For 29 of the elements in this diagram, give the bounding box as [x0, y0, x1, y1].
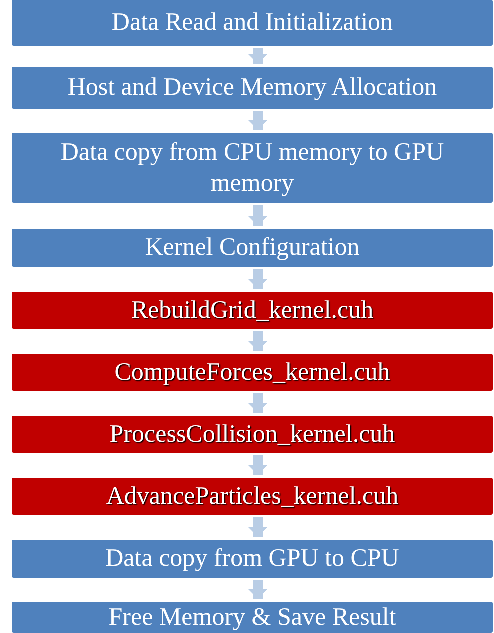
box-label: RebuildGrid_kernel.cuh: [130, 296, 375, 326]
process-box: [12, 540, 493, 578]
process-box: [12, 416, 493, 453]
box-label: ComputeForces_kernel.cuh: [114, 358, 392, 388]
arrow: [248, 393, 268, 413]
process-box: [12, 478, 493, 515]
process-box: [12, 0, 493, 46]
box-label: AdvanceParticles_kernel.cuh: [105, 482, 400, 512]
arrow: [248, 205, 268, 226]
process-box: [12, 67, 493, 109]
box-label: Free Memory & Save Result: [108, 602, 398, 633]
arrow: [248, 111, 268, 130]
box-label: Kernel Configuration: [144, 233, 361, 264]
box-label: Host and Device Memory Allocation: [66, 73, 438, 104]
arrow: [248, 580, 268, 599]
process-box: [12, 602, 493, 633]
arrow: [248, 331, 268, 351]
box-label: Data copy from GPU to CPU: [104, 544, 400, 574]
box-label: Data copy from CPU memory to GPU memory: [60, 138, 446, 199]
box-label: Data Read and Initialization: [110, 8, 394, 38]
process-box: [12, 354, 493, 391]
process-box: [12, 229, 493, 267]
process-box: [12, 292, 493, 329]
arrow: [248, 48, 268, 64]
arrow: [248, 269, 268, 289]
arrow: [248, 517, 268, 537]
process-box: [12, 133, 493, 203]
arrow: [248, 455, 268, 475]
box-label: ProcessCollision_kernel.cuh: [108, 420, 396, 450]
